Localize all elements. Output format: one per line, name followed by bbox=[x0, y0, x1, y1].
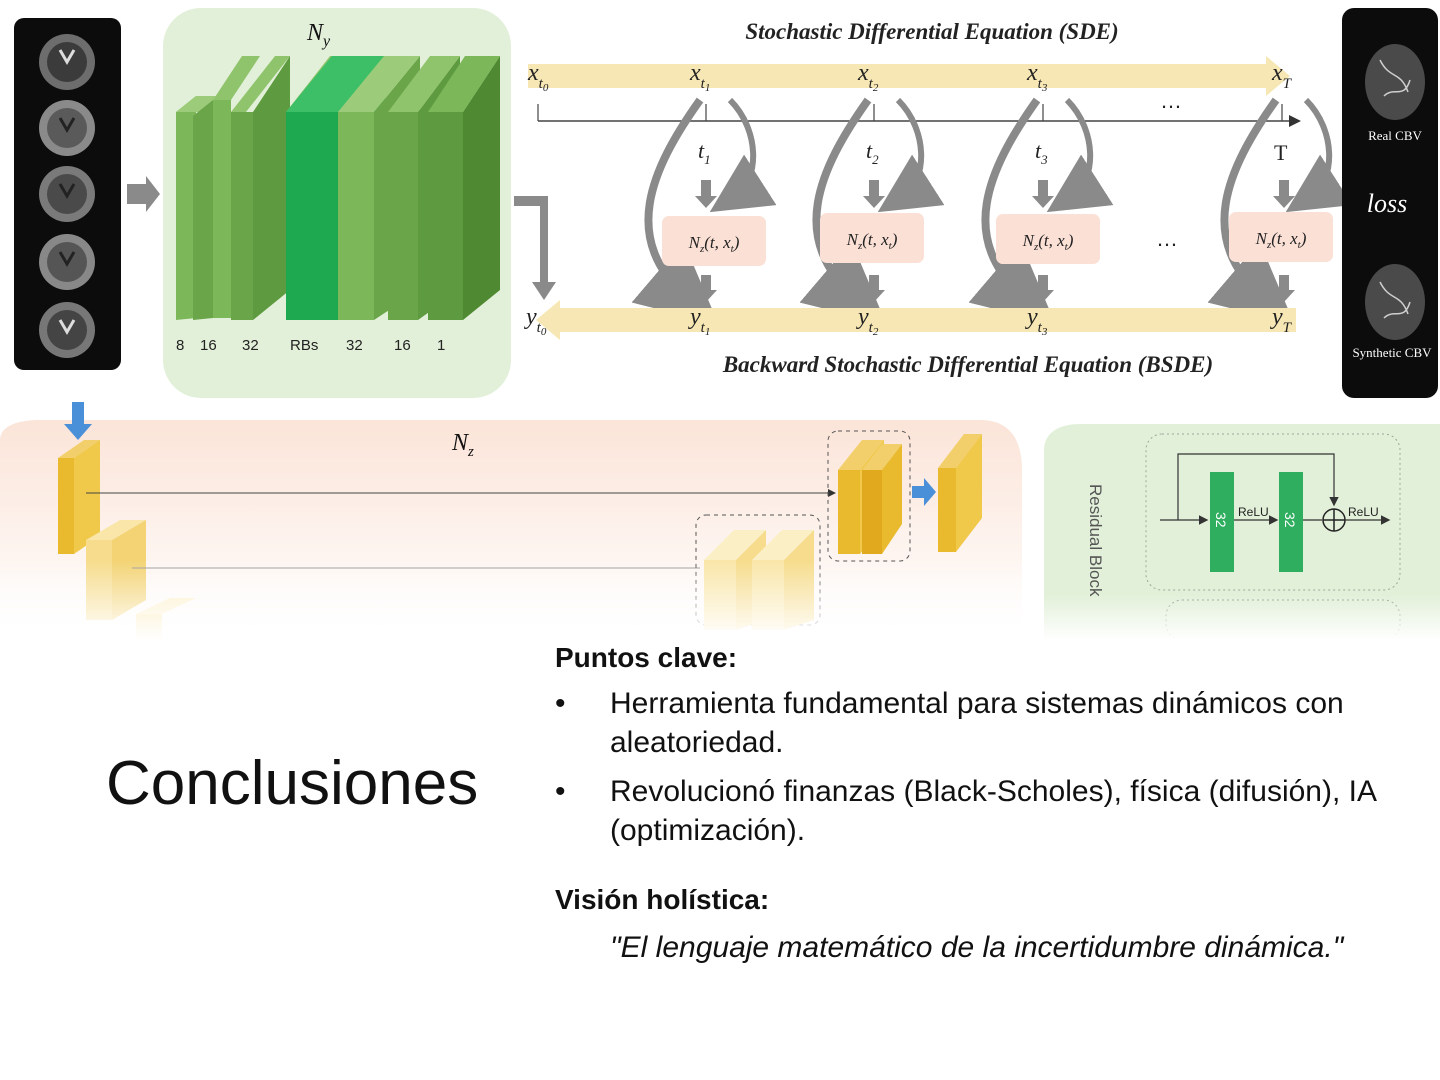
slide-title: Conclusiones bbox=[106, 749, 479, 818]
time-step-group: T Nz(t, xt) bbox=[1207, 97, 1353, 324]
arrow-down-icon bbox=[863, 275, 885, 302]
ny-channel-label: RBs bbox=[290, 337, 318, 354]
bullet-text: Revolucionó finanzas (Black-Scholes), fí… bbox=[610, 775, 1376, 847]
key-points-list: • Herramienta fundamental para sistemas … bbox=[555, 684, 1435, 850]
time-label: t2 bbox=[866, 138, 879, 167]
arrow-down-icon bbox=[1032, 180, 1054, 208]
arrow-right-icon bbox=[912, 478, 936, 506]
bullet-item: • Revolucionó finanzas (Black-Scholes), … bbox=[555, 772, 1435, 850]
arrow-down-icon bbox=[1273, 275, 1295, 302]
elbow-arrow-icon bbox=[514, 196, 556, 300]
arrow-down-icon bbox=[1273, 180, 1295, 208]
loss-panel: Real CBV loss Synthetic CBV bbox=[1342, 8, 1438, 398]
mri-slice-icon bbox=[39, 302, 95, 358]
arrow-down-icon bbox=[863, 180, 885, 208]
unet-block bbox=[862, 444, 902, 554]
sde-title: Stochastic Differential Equation (SDE) bbox=[745, 19, 1118, 44]
add-circle-icon bbox=[1322, 508, 1346, 532]
real-cbv-label: Real CBV bbox=[1368, 128, 1422, 143]
brain-icon bbox=[1365, 264, 1425, 340]
synthetic-cbv-label: Synthetic CBV bbox=[1352, 345, 1432, 360]
bullet-icon: • bbox=[555, 687, 566, 720]
arrow-down-icon bbox=[695, 275, 717, 302]
bsde-title: Backward Stochastic Differential Equatio… bbox=[722, 352, 1213, 377]
residual-block-panel: Residual Block 32 ReLU 32 ReLU bbox=[1044, 424, 1440, 640]
arrow-down-icon bbox=[64, 402, 92, 440]
holistic-heading: Visión holística: bbox=[555, 884, 770, 915]
nz-unet-panel: Nz bbox=[0, 402, 1022, 640]
arrow-down-icon bbox=[1032, 275, 1054, 302]
relu-label: ReLU bbox=[1238, 505, 1269, 519]
bullet-text: Herramienta fundamental para sistemas di… bbox=[610, 687, 1344, 759]
mri-slice-icon bbox=[39, 166, 95, 222]
ny-channel-label: 16 bbox=[200, 337, 217, 354]
residual-conv-block bbox=[1210, 472, 1234, 572]
ny-channel-label: 8 bbox=[176, 337, 184, 354]
holistic-quote: "El lenguaje matemático de la incertidum… bbox=[610, 931, 1344, 964]
unet-block bbox=[938, 434, 982, 552]
residual-block-label: Residual Block bbox=[1086, 484, 1105, 597]
architecture-figure: Ny 8 16 32 RBs 32 16 1 Stochastic Differ… bbox=[0, 8, 1440, 640]
arrow-right-icon bbox=[127, 176, 160, 212]
ellipsis-label: … bbox=[1156, 226, 1178, 251]
ny-channel-label: 32 bbox=[242, 337, 259, 354]
time-step-group: t1 Nz(t, xt) bbox=[631, 97, 777, 324]
ny-channel-label: 16 bbox=[394, 337, 411, 354]
residual-conv-block bbox=[1279, 472, 1303, 572]
ellipsis-label: … bbox=[1160, 88, 1182, 113]
brain-icon bbox=[1365, 44, 1425, 120]
mri-slice-icon bbox=[39, 234, 95, 290]
residual-channel-label: 32 bbox=[1213, 512, 1229, 528]
bullet-item: • Herramienta fundamental para sistemas … bbox=[555, 684, 1435, 762]
mri-slice-icon bbox=[39, 34, 95, 90]
time-label: T bbox=[1274, 140, 1288, 165]
content-block: Puntos clave: • Herramienta fundamental … bbox=[555, 642, 1435, 967]
time-step-group: t2 Nz(t, xt) bbox=[799, 97, 945, 324]
nz-box bbox=[1229, 212, 1333, 262]
ny-label: Ny bbox=[306, 20, 331, 50]
backward-arrow-band bbox=[536, 300, 1296, 340]
time-label: t1 bbox=[698, 138, 711, 167]
ny-channel-label: 1 bbox=[437, 337, 445, 354]
forward-arrow-band bbox=[528, 56, 1290, 96]
mri-slice-icon bbox=[39, 100, 95, 156]
loss-label: loss bbox=[1367, 189, 1407, 218]
ny-layer-blocks bbox=[176, 56, 500, 320]
time-label: t3 bbox=[1035, 138, 1048, 167]
mri-input-strip bbox=[14, 18, 121, 370]
bullet-icon: • bbox=[555, 775, 566, 808]
relu-label: ReLU bbox=[1348, 505, 1379, 519]
unet-block bbox=[58, 440, 100, 554]
arrow-down-icon bbox=[695, 180, 717, 208]
ny-channel-label: 32 bbox=[346, 337, 363, 354]
ny-network-panel: Ny 8 16 32 RBs 32 16 1 bbox=[163, 8, 511, 398]
nz-box bbox=[996, 214, 1100, 264]
nz-box bbox=[820, 213, 924, 263]
residual-channel-label: 32 bbox=[1282, 512, 1298, 528]
time-step-group: t3 Nz(t, xt) bbox=[968, 97, 1114, 324]
nz-box bbox=[662, 216, 766, 266]
key-points-heading: Puntos clave: bbox=[555, 642, 738, 673]
